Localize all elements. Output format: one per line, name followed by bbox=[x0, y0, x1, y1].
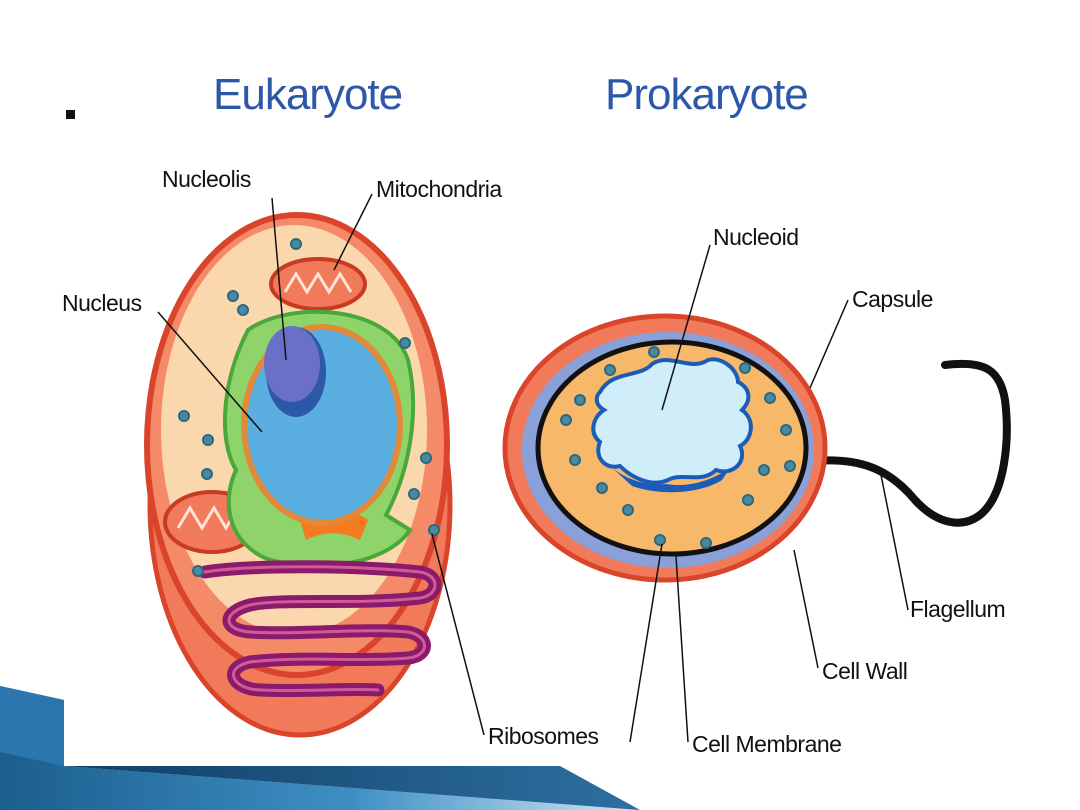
square-bullet-icon bbox=[66, 110, 75, 119]
eukaryote-title: Eukaryote bbox=[213, 70, 403, 119]
prokaryote-cell bbox=[502, 313, 1011, 583]
prokaryote-title: Prokaryote bbox=[605, 70, 809, 119]
label-cell-membrane: Cell Membrane bbox=[692, 731, 842, 757]
label-capsule: Capsule bbox=[852, 286, 933, 312]
label-leader-lines bbox=[157, 193, 909, 743]
nucleoid bbox=[591, 357, 753, 485]
mitochondrion-top bbox=[269, 257, 367, 311]
label-flagellum: Flagellum bbox=[910, 596, 1006, 622]
label-nucleoid: Nucleoid bbox=[713, 224, 799, 250]
label-cell-wall: Cell Wall bbox=[822, 658, 908, 684]
eukaryote-ribosomes bbox=[178, 238, 440, 577]
label-ribosomes: Ribosomes bbox=[488, 723, 599, 749]
label-nucleolis: Nucleolis bbox=[162, 166, 251, 192]
label-mitochondria: Mitochondria bbox=[376, 176, 502, 202]
prokaryote-ribosomes bbox=[560, 346, 796, 549]
slide-accent bbox=[0, 686, 640, 810]
label-nucleus: Nucleus bbox=[62, 290, 142, 316]
eukaryote-cell bbox=[144, 212, 453, 738]
flagellum bbox=[800, 359, 1011, 527]
